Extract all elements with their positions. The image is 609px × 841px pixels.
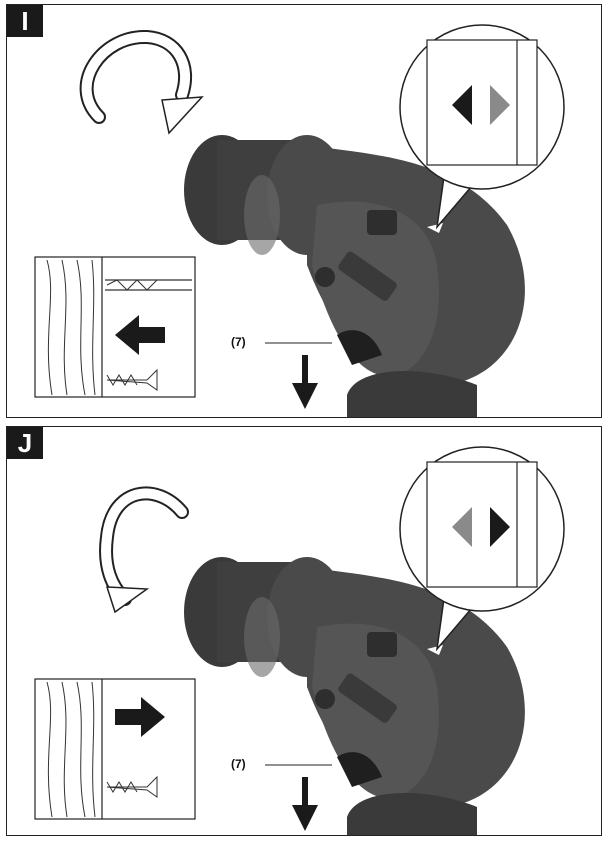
right-arrow-inactive-icon — [490, 85, 510, 125]
pull-arrow-icon — [115, 697, 165, 737]
figure-panel-i: I — [6, 4, 602, 418]
right-arrow-active-icon — [490, 507, 510, 547]
down-arrow-icon — [292, 355, 318, 409]
panel-label-i: I — [7, 5, 43, 37]
left-arrow-inactive-icon — [452, 507, 472, 547]
panel-label-j: J — [7, 427, 43, 459]
drill-body — [184, 557, 525, 835]
drill-illustration-i — [34, 24, 565, 417]
left-arrow-active-icon — [452, 85, 472, 125]
rotation-arrow-icon — [99, 486, 189, 614]
drill-body — [184, 135, 525, 417]
figure-panel-j: J — [6, 426, 602, 836]
callout-label-7: (7) — [231, 335, 246, 349]
screw-inset — [34, 256, 196, 398]
screw-inset — [34, 678, 196, 820]
drill-illustration-j — [34, 446, 565, 835]
direction-indicator-callout — [399, 24, 565, 230]
push-arrow-icon — [115, 315, 165, 355]
callout-label-7: (7) — [231, 757, 246, 771]
rotation-arrow-icon — [79, 30, 204, 135]
down-arrow-icon — [292, 777, 318, 831]
direction-indicator-callout — [399, 446, 565, 652]
